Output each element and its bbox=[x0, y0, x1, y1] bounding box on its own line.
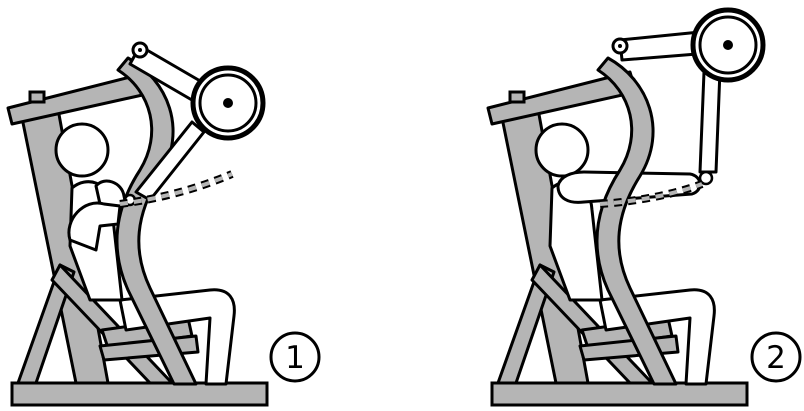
step-1-number: 1 bbox=[285, 340, 305, 376]
panel-1: 1 bbox=[6, 41, 321, 407]
step-2-number: 2 bbox=[766, 340, 786, 376]
step-2-circle bbox=[750, 331, 802, 383]
step-1-circle bbox=[269, 331, 321, 383]
panel-2: 2 bbox=[486, 7, 802, 407]
